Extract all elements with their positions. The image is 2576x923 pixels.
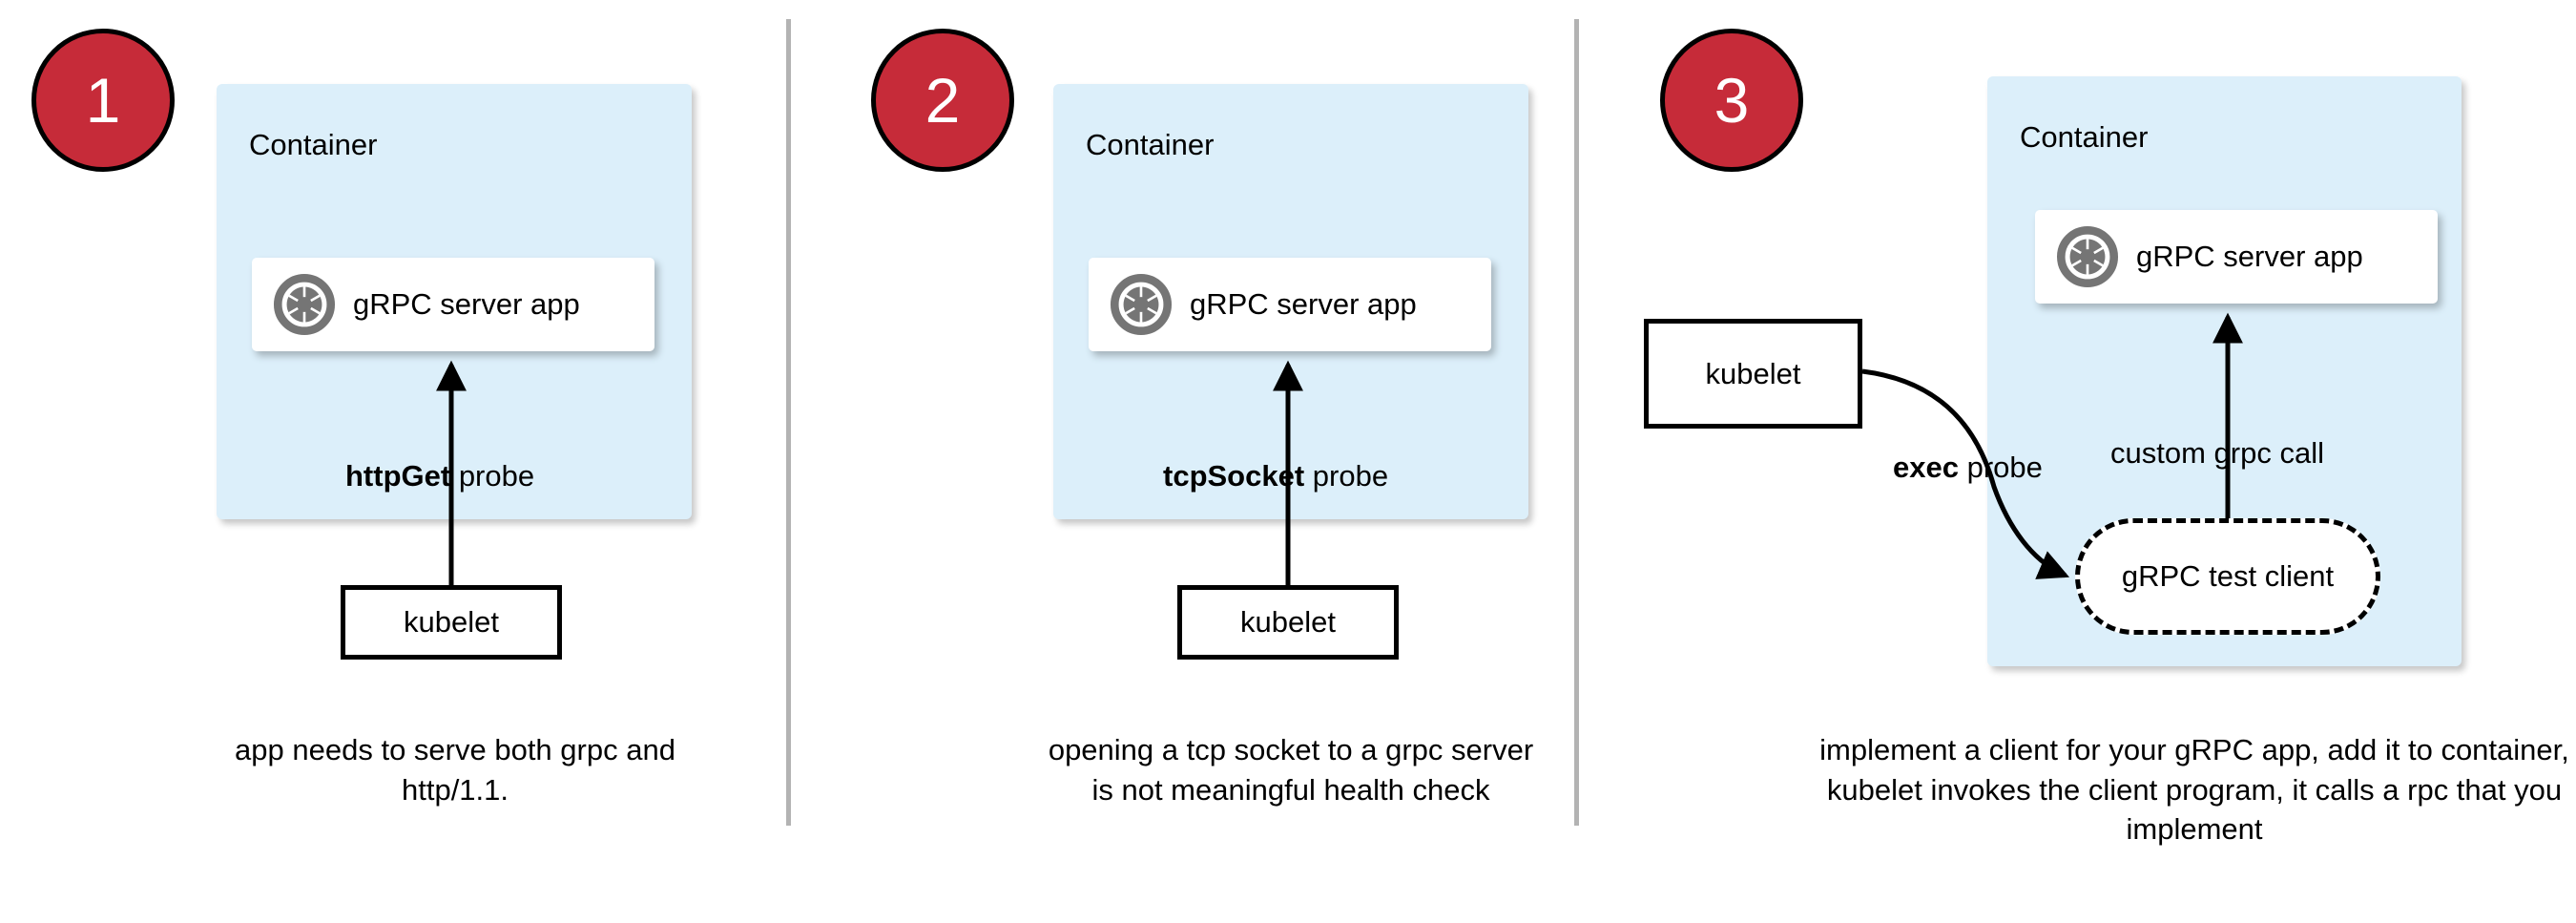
- panel-1-kubelet-box: kubelet: [341, 585, 562, 660]
- panel-3-client-label: gRPC test client: [2121, 559, 2335, 593]
- panel-1-probe-name: httpGet: [345, 459, 451, 493]
- step-badge-2-number: 2: [924, 65, 961, 136]
- panel-3-grpc-test-client-box: gRPC test client: [2075, 518, 2380, 635]
- step-badge-3-number: 3: [1714, 65, 1750, 136]
- grpc-shutter-icon: [1110, 273, 1173, 336]
- panel-2-app-label: gRPC server app: [1190, 287, 1417, 321]
- panel-1-probe-suffix: probe: [450, 459, 535, 493]
- panel-1-caption: app needs to serve both grpc and http/1.…: [235, 733, 675, 807]
- panel-1-grpc-server-app-card: gRPC server app: [252, 258, 654, 351]
- panel-3-kubelet-box: kubelet: [1644, 319, 1862, 429]
- step-badge-3: 3: [1660, 29, 1803, 172]
- panel-divider-2: [1574, 19, 1579, 826]
- panel-1-app-label: gRPC server app: [353, 287, 580, 321]
- step-badge-2: 2: [871, 29, 1014, 172]
- step-badge-1-number: 1: [85, 65, 121, 136]
- panel-2-container-label: Container: [1086, 128, 1215, 161]
- panel-2-probe-suffix: probe: [1304, 459, 1389, 493]
- panel-1-probe-label: httpGet probe: [345, 459, 535, 493]
- panel-divider-1: [786, 19, 791, 826]
- panel-3-caption: implement a client for your gRPC app, ad…: [1819, 733, 2569, 847]
- grpc-shutter-icon: [2056, 225, 2119, 288]
- panel-3-probe-suffix: probe: [1958, 451, 2043, 484]
- panel-2-kubelet-box: kubelet: [1177, 585, 1399, 660]
- panel-1-kubelet-label: kubelet: [404, 605, 499, 639]
- panel-3-grpc-server-app-card: gRPC server app: [2035, 210, 2438, 304]
- panel-3-app-label: gRPC server app: [2136, 240, 2363, 273]
- panel-3-probe-name: exec: [1893, 451, 1959, 484]
- panel-2-probe-name: tcpSocket: [1163, 459, 1305, 493]
- panel-1-container-label: Container: [249, 128, 378, 161]
- panel-2-caption: opening a tcp socket to a grpc server is…: [1048, 733, 1534, 807]
- panel-3-container-label: Container: [2020, 120, 2149, 154]
- grpc-shutter-icon: [273, 273, 336, 336]
- panel-2-probe-label: tcpSocket probe: [1163, 459, 1389, 493]
- step-badge-1: 1: [31, 29, 175, 172]
- panel-2-kubelet-label: kubelet: [1240, 605, 1336, 639]
- panel-3-kubelet-label: kubelet: [1705, 356, 1801, 390]
- panel-3-probe-label: exec probe: [1893, 451, 2043, 484]
- panel-3-custom-call-label: custom grpc call: [2110, 436, 2324, 470]
- panel-2-grpc-server-app-card: gRPC server app: [1089, 258, 1491, 351]
